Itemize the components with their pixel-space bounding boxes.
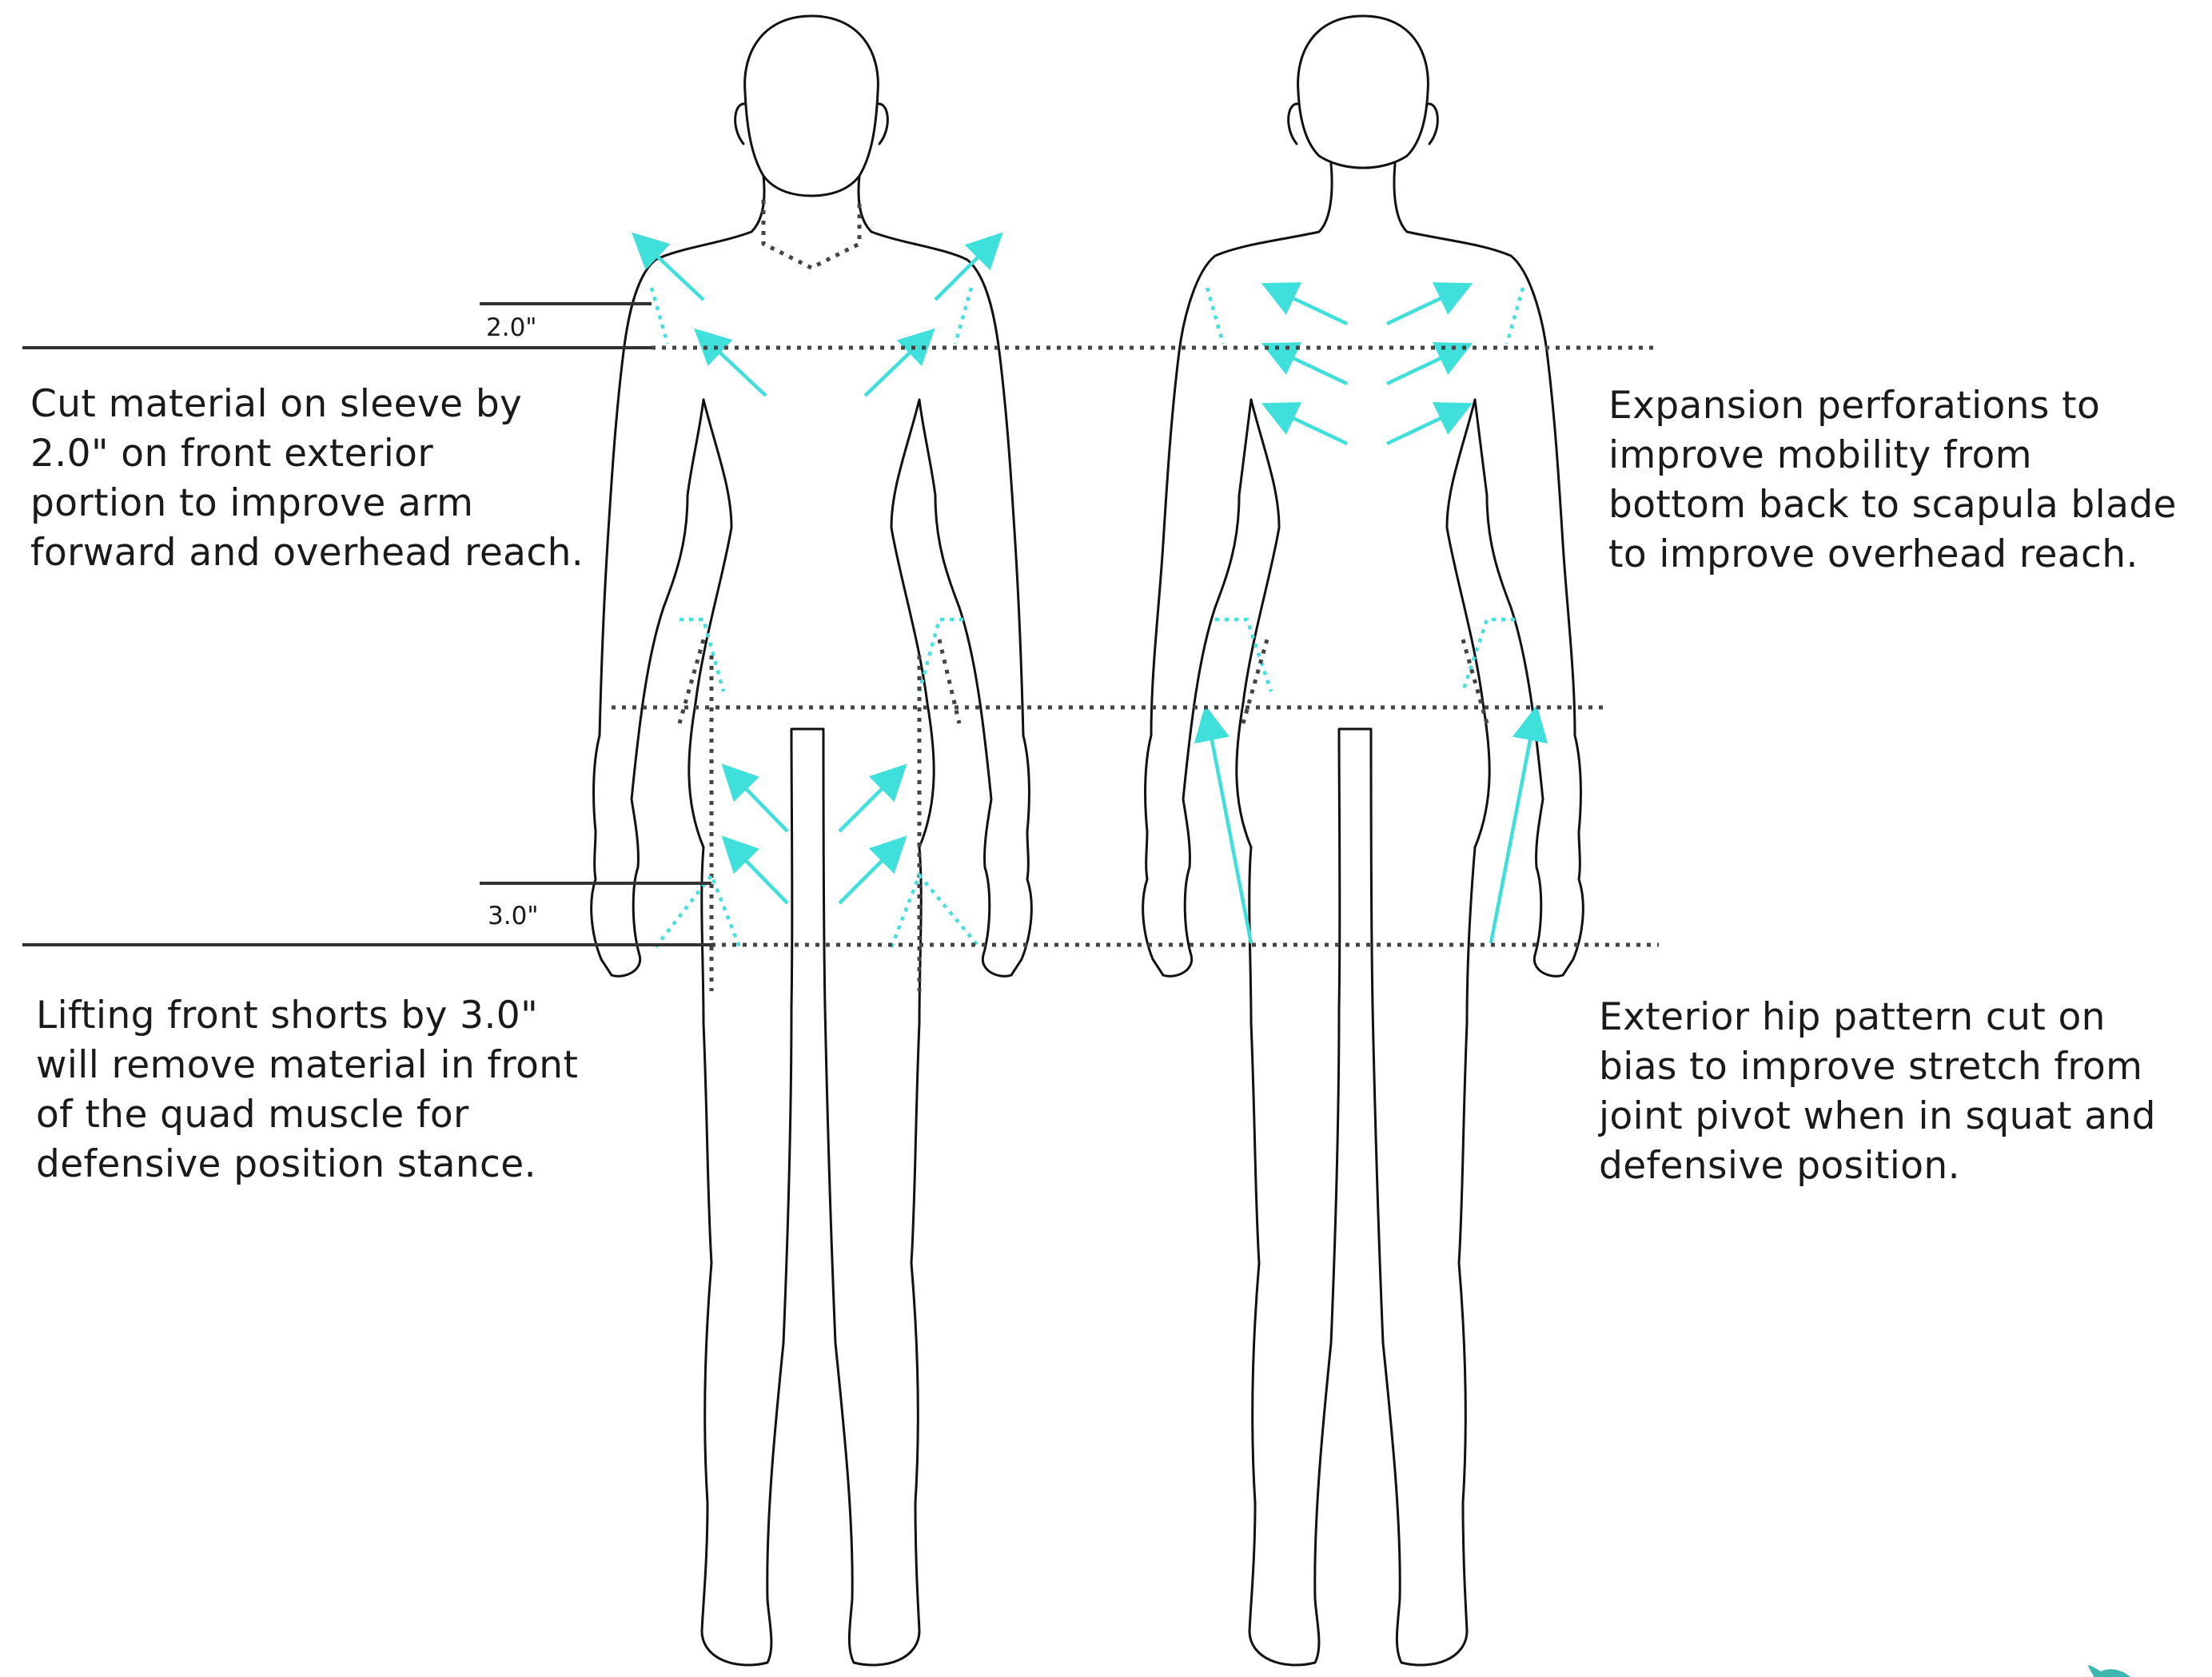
- logo-mark: [2088, 1665, 2130, 1677]
- shorts-note-line: of the quad muscle for: [36, 1090, 578, 1140]
- sleeve-note-line: portion to improve arm: [30, 479, 584, 528]
- sleeve-note-line: Cut material on sleeve by: [30, 380, 584, 429]
- front-view-figure: [592, 16, 1032, 1665]
- expansion-note-line: improve mobility from: [1608, 431, 2177, 480]
- expansion-note-line: to improve overhead reach.: [1608, 530, 2177, 580]
- expansion-note-line: bottom back to scapula blade: [1608, 480, 2177, 530]
- shorts-measurement-label: 3.0": [488, 902, 539, 930]
- shorts-note: Lifting front shorts by 3.0" will remove…: [36, 991, 578, 1189]
- hip-note-line: defensive position.: [1599, 1141, 2156, 1191]
- expansion-note: Expansion perforations to improve mobili…: [1608, 381, 2177, 580]
- back-view-figure: [1143, 16, 1584, 1665]
- hip-note: Exterior hip pattern cut on bias to impr…: [1599, 993, 2156, 1191]
- shorts-note-line: will remove material in front: [36, 1041, 578, 1090]
- hip-note-line: joint pivot when in squat and: [1599, 1092, 2156, 1141]
- hip-note-line: bias to improve stretch from: [1599, 1042, 2156, 1092]
- sleeve-note-line: 2.0" on front exterior: [30, 429, 584, 479]
- sleeve-note-line: forward and overhead reach.: [30, 528, 584, 578]
- shorts-note-line: defensive position stance.: [36, 1140, 578, 1189]
- expansion-note-line: Expansion perforations to: [1608, 381, 2177, 431]
- sleeve-measurement-label: 2.0": [486, 313, 537, 342]
- shorts-note-line: Lifting front shorts by 3.0": [36, 991, 578, 1041]
- sleeve-note: Cut material on sleeve by 2.0" on front …: [30, 380, 584, 578]
- hip-note-line: Exterior hip pattern cut on: [1599, 993, 2156, 1042]
